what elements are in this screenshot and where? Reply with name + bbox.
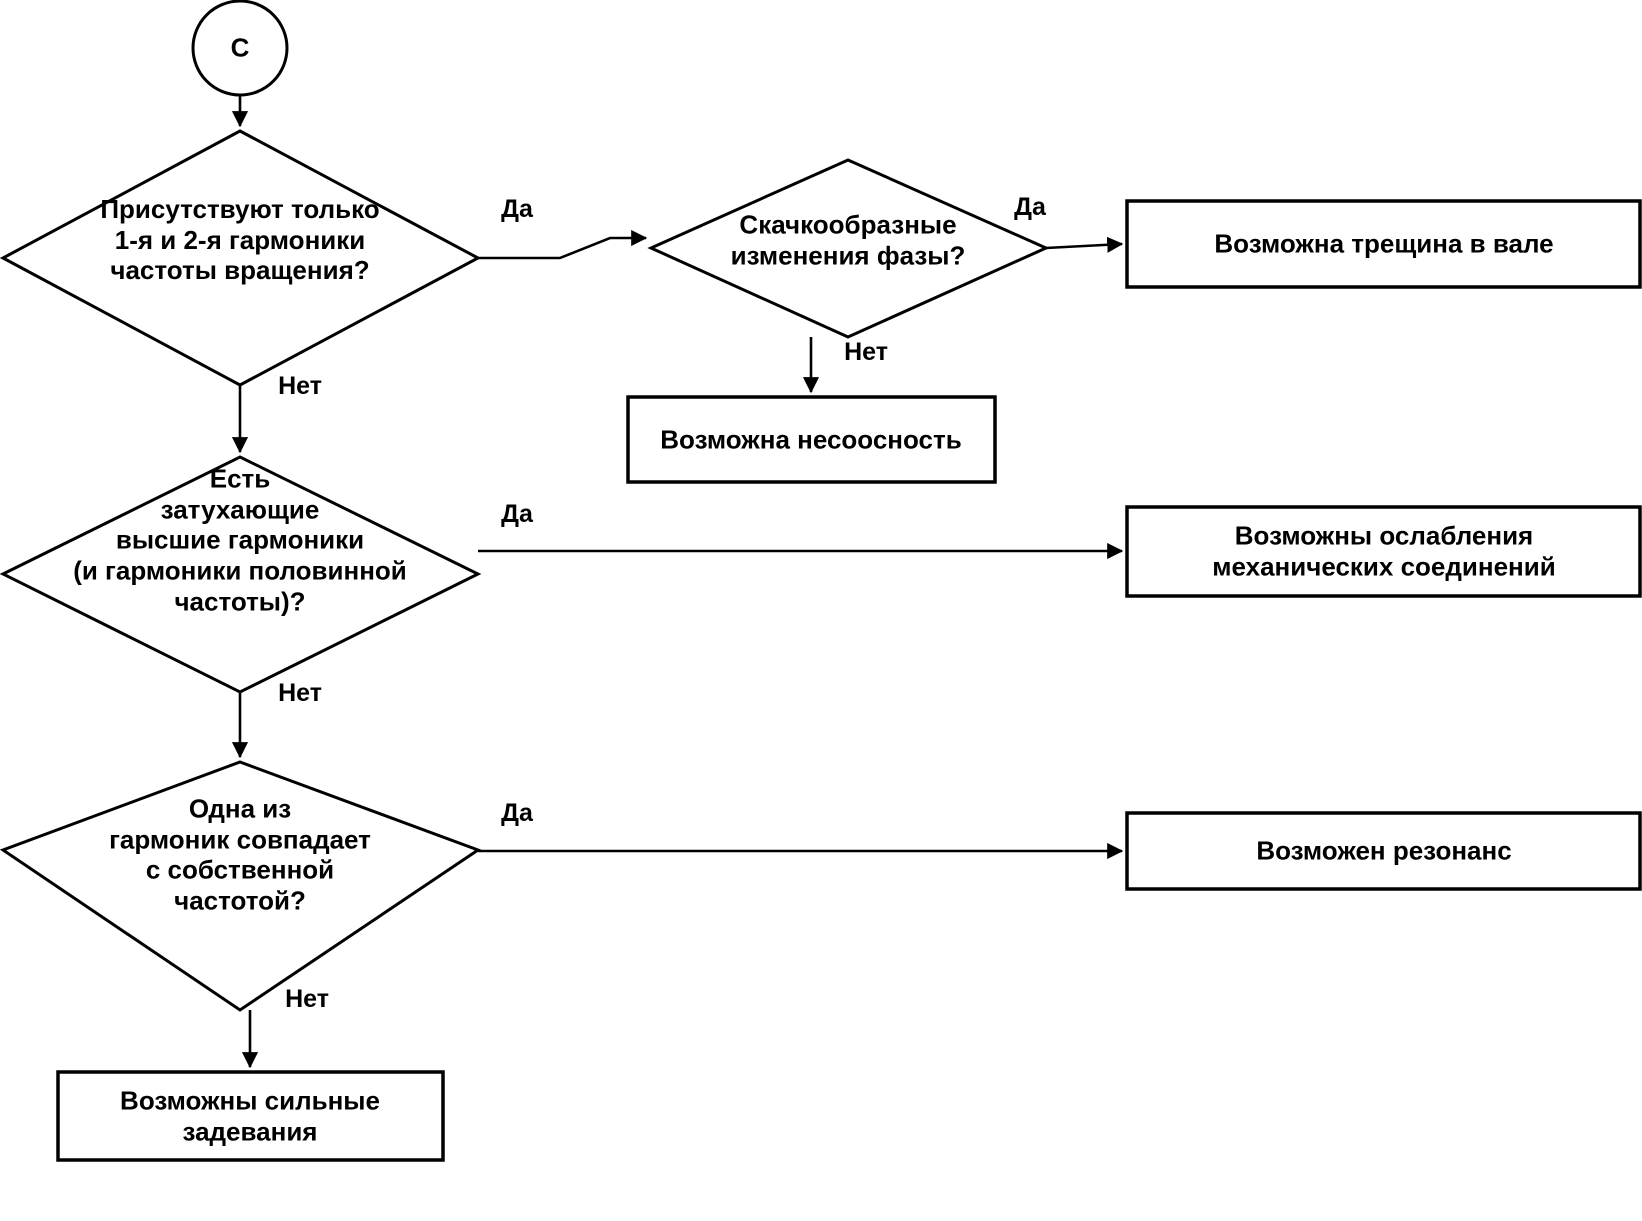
decision-node-natural-frequency[interactable] (0, 760, 482, 1012)
outcome-box-misalignment[interactable] (626, 395, 997, 484)
outcome-box-loose-mechanical-joints[interactable] (1125, 505, 1642, 598)
connector-d1-yes-to-d2 (478, 229, 648, 260)
connector-d2-yes-to-shaft-crack (1045, 236, 1124, 253)
outcome-box-strong-rubbing[interactable] (56, 1070, 445, 1162)
outcome-box-resonance[interactable] (1125, 811, 1642, 891)
decision-node-damped-higher-harmonics[interactable] (0, 455, 482, 694)
outcome-box-shaft-crack[interactable] (1125, 199, 1642, 289)
start-node-circle[interactable] (191, 0, 289, 97)
decision-node-phase-jumps[interactable] (647, 158, 1050, 339)
decision-node-harmonics-1-2[interactable] (0, 129, 482, 387)
